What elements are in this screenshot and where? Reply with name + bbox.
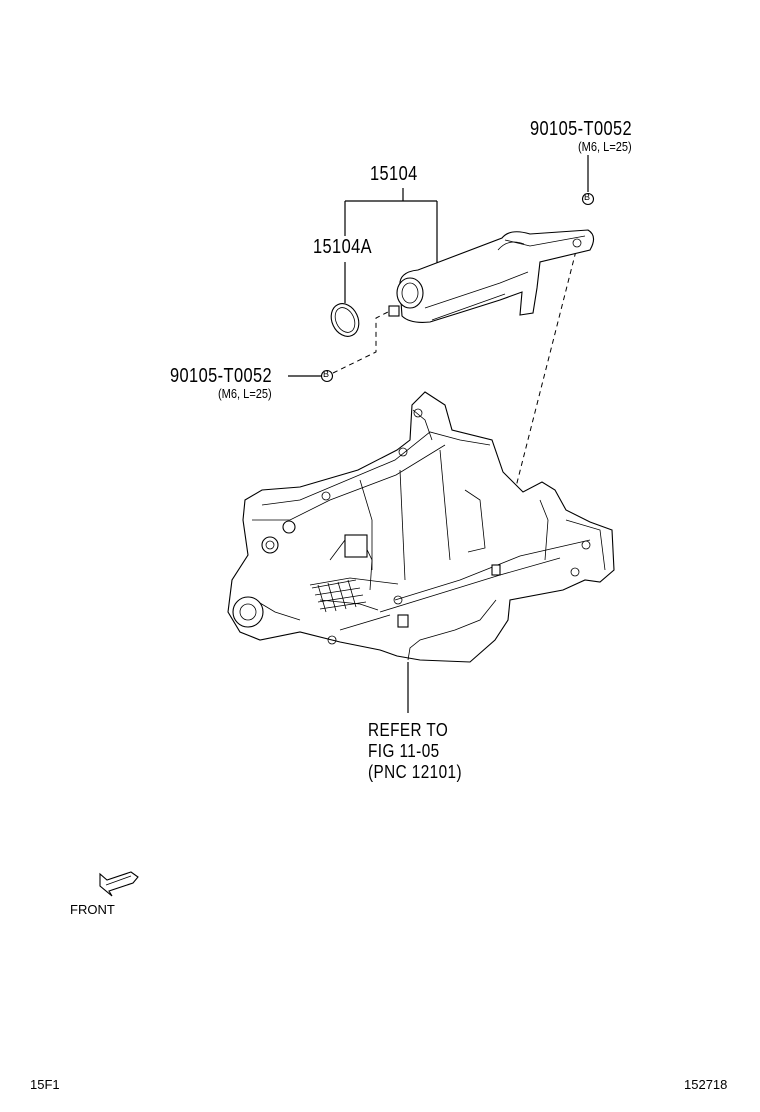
footer-left-code: 15F1: [30, 1077, 60, 1092]
bolt-left-spec: (M6, L=25): [218, 386, 272, 401]
bolt-top-spec: (M6, L=25): [578, 139, 632, 154]
strainer-part-number: 15104: [370, 163, 418, 185]
gasket-part-number: 15104A: [313, 236, 373, 258]
bolt-marker-top-label: B: [584, 192, 591, 202]
bolt-top-part-number: 90105-T0052: [530, 118, 633, 140]
bolt-top-leader: [504, 155, 595, 531]
bolt-left-leader: [288, 311, 389, 383]
bolt-marker-top: [581, 192, 595, 206]
bolt-left-part-number: 90105-T0052: [170, 365, 273, 387]
bolt-marker-left: [320, 369, 334, 383]
gasket-ring: [330, 303, 360, 337]
refer-note-line1: REFER TO: [368, 720, 449, 740]
front-label: FRONT: [70, 902, 115, 917]
refer-note-line2: FIG 11-05: [368, 741, 440, 761]
bolt-marker-left-label: B: [323, 369, 330, 379]
footer-right-code: 152718: [684, 1077, 728, 1092]
oil-strainer: [388, 229, 595, 323]
oil-pan: [227, 391, 615, 663]
front-arrow-icon: [99, 871, 139, 897]
refer-note-line3: (PNC 12101): [368, 762, 462, 782]
